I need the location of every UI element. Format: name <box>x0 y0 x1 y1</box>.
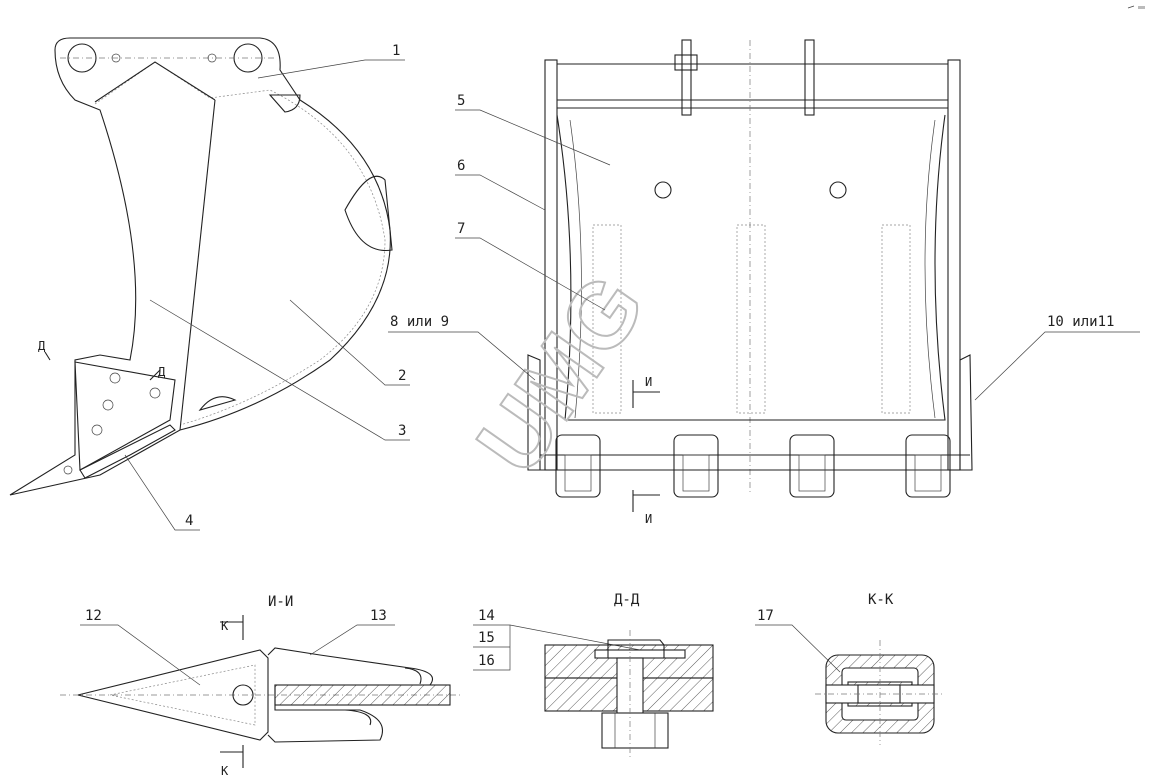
callout-5: 5 <box>457 93 465 109</box>
section-mark-d-left: Д <box>38 339 46 353</box>
bucket-front-view: И И <box>527 39 973 526</box>
section-ii-title: И-И <box>268 594 293 610</box>
callout-8-or-9: 8 или 9 <box>390 314 449 330</box>
callout-17: 17 <box>757 608 774 624</box>
callout-14: 14 <box>478 608 495 624</box>
callout-2: 2 <box>398 368 406 384</box>
callout-12: 12 <box>85 608 102 624</box>
section-dd: Д-Д 14 15 16 <box>473 592 714 760</box>
ripper-callouts: 1 2 3 4 Д Д <box>38 43 410 531</box>
bucket-teeth <box>555 434 951 498</box>
callout-7: 7 <box>457 221 465 237</box>
section-mark-i-top: И <box>645 375 652 389</box>
bucket-callouts: 5 6 7 8 или 9 10 или11 <box>388 93 1140 401</box>
callout-15: 15 <box>478 630 495 646</box>
callout-1: 1 <box>392 43 400 59</box>
watermark-umg: UMG <box>458 257 665 491</box>
corner-mark <box>1127 5 1145 9</box>
callout-13: 13 <box>370 608 387 624</box>
callout-10-or-11: 10 или11 <box>1047 314 1114 330</box>
section-mark-i-bottom: И <box>645 512 652 526</box>
section-kk-title: К-К <box>868 592 894 608</box>
section-kk: К-К 17 <box>755 592 945 745</box>
section-ii: И-И К К 12 13 <box>60 594 460 778</box>
callout-6: 6 <box>457 158 465 174</box>
section-dd-title: Д-Д <box>614 592 640 608</box>
section-mark-k-bottom: К <box>221 764 229 778</box>
ripper-side-view <box>9 37 393 496</box>
callout-4: 4 <box>185 513 193 529</box>
callout-3: 3 <box>398 423 406 439</box>
section-mark-d-right: Д <box>158 365 166 379</box>
section-mark-k-top: К <box>221 619 229 633</box>
callout-16: 16 <box>478 653 495 669</box>
